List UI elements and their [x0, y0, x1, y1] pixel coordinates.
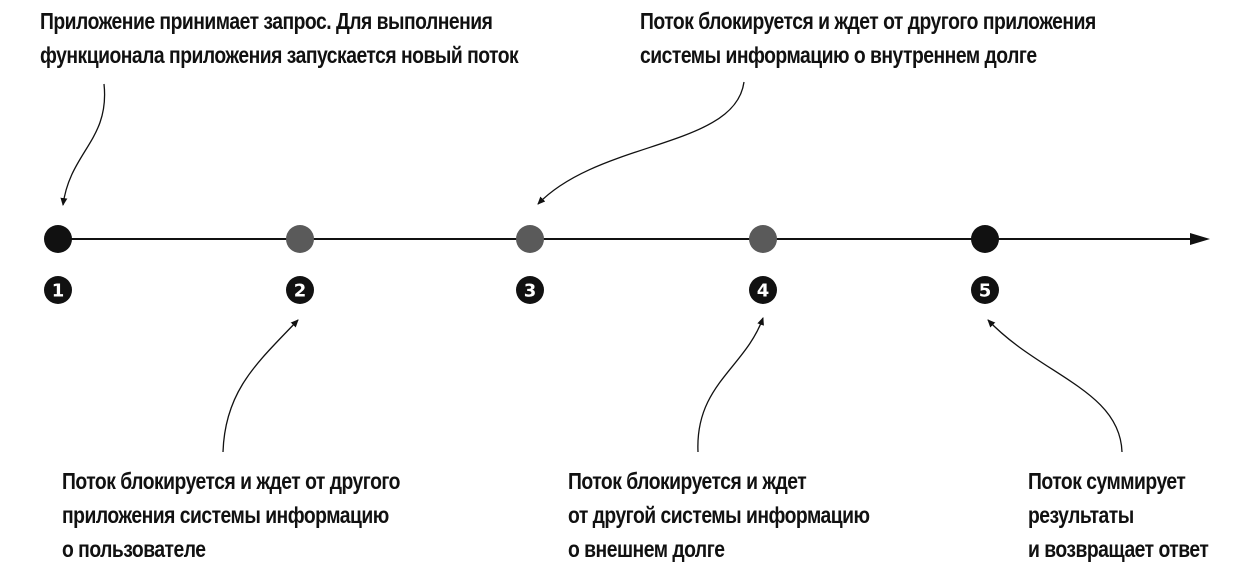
step-2-line-2: приложения системы информацию	[62, 502, 389, 528]
step-number-4: 4	[757, 281, 770, 302]
step-marker-1: 1	[44, 276, 72, 304]
timeline-point-4	[749, 225, 777, 253]
step-2-line-3: о пользователе	[62, 536, 206, 562]
step-4-line-3: о внешнем долге	[568, 536, 725, 562]
timeline-point-2	[286, 225, 314, 253]
pointer-arrow-3	[537, 81, 745, 205]
step-5-line-3: и возвращает ответ	[1028, 536, 1209, 562]
step-number-5: 5	[979, 281, 992, 302]
timeline-arrowhead	[1190, 233, 1210, 245]
step-marker-3: 3	[516, 276, 544, 304]
step-2-line-1: Поток блокируется и ждет от другого	[62, 468, 400, 494]
step-4-line-2: от другой системы информацию	[568, 502, 870, 528]
pointer-arrow-1	[60, 83, 106, 206]
step-3-line-2: системы информацию о внутреннем долге	[640, 42, 1037, 68]
step-1-line-2: функционала приложения запускается новый…	[40, 42, 519, 68]
step-marker-5: 5	[971, 276, 999, 304]
pointer-arrow-5	[987, 319, 1123, 453]
step-number-2: 2	[294, 281, 307, 302]
step-5-line-1: Поток суммирует	[1028, 468, 1186, 494]
pointer-arrow-4	[697, 317, 764, 453]
step-1-line-1: Приложение принимает запрос. Для выполне…	[40, 8, 493, 34]
timeline-point-5	[971, 225, 999, 253]
timeline-point-3	[516, 225, 544, 253]
timeline-point-1	[44, 225, 72, 253]
step-3-line-1: Поток блокируется и ждет от другого прил…	[640, 8, 1096, 34]
step-4-description: Поток блокируется и ждет от другой систе…	[568, 464, 870, 566]
step-3-description: Поток блокируется и ждет от другого прил…	[640, 4, 1096, 72]
step-number-1: 1	[52, 281, 65, 302]
step-2-description: Поток блокируется и ждет от другого прил…	[62, 464, 400, 566]
step-5-description: Поток суммирует результаты и возвращает …	[1028, 464, 1209, 566]
step-1-description: Приложение принимает запрос. Для выполне…	[40, 4, 519, 72]
step-marker-4: 4	[749, 276, 777, 304]
pointer-arrow-2	[222, 319, 299, 453]
step-marker-2: 2	[286, 276, 314, 304]
step-4-line-1: Поток блокируется и ждет	[568, 468, 807, 494]
step-5-line-2: результаты	[1028, 502, 1134, 528]
step-number-3: 3	[524, 281, 537, 302]
